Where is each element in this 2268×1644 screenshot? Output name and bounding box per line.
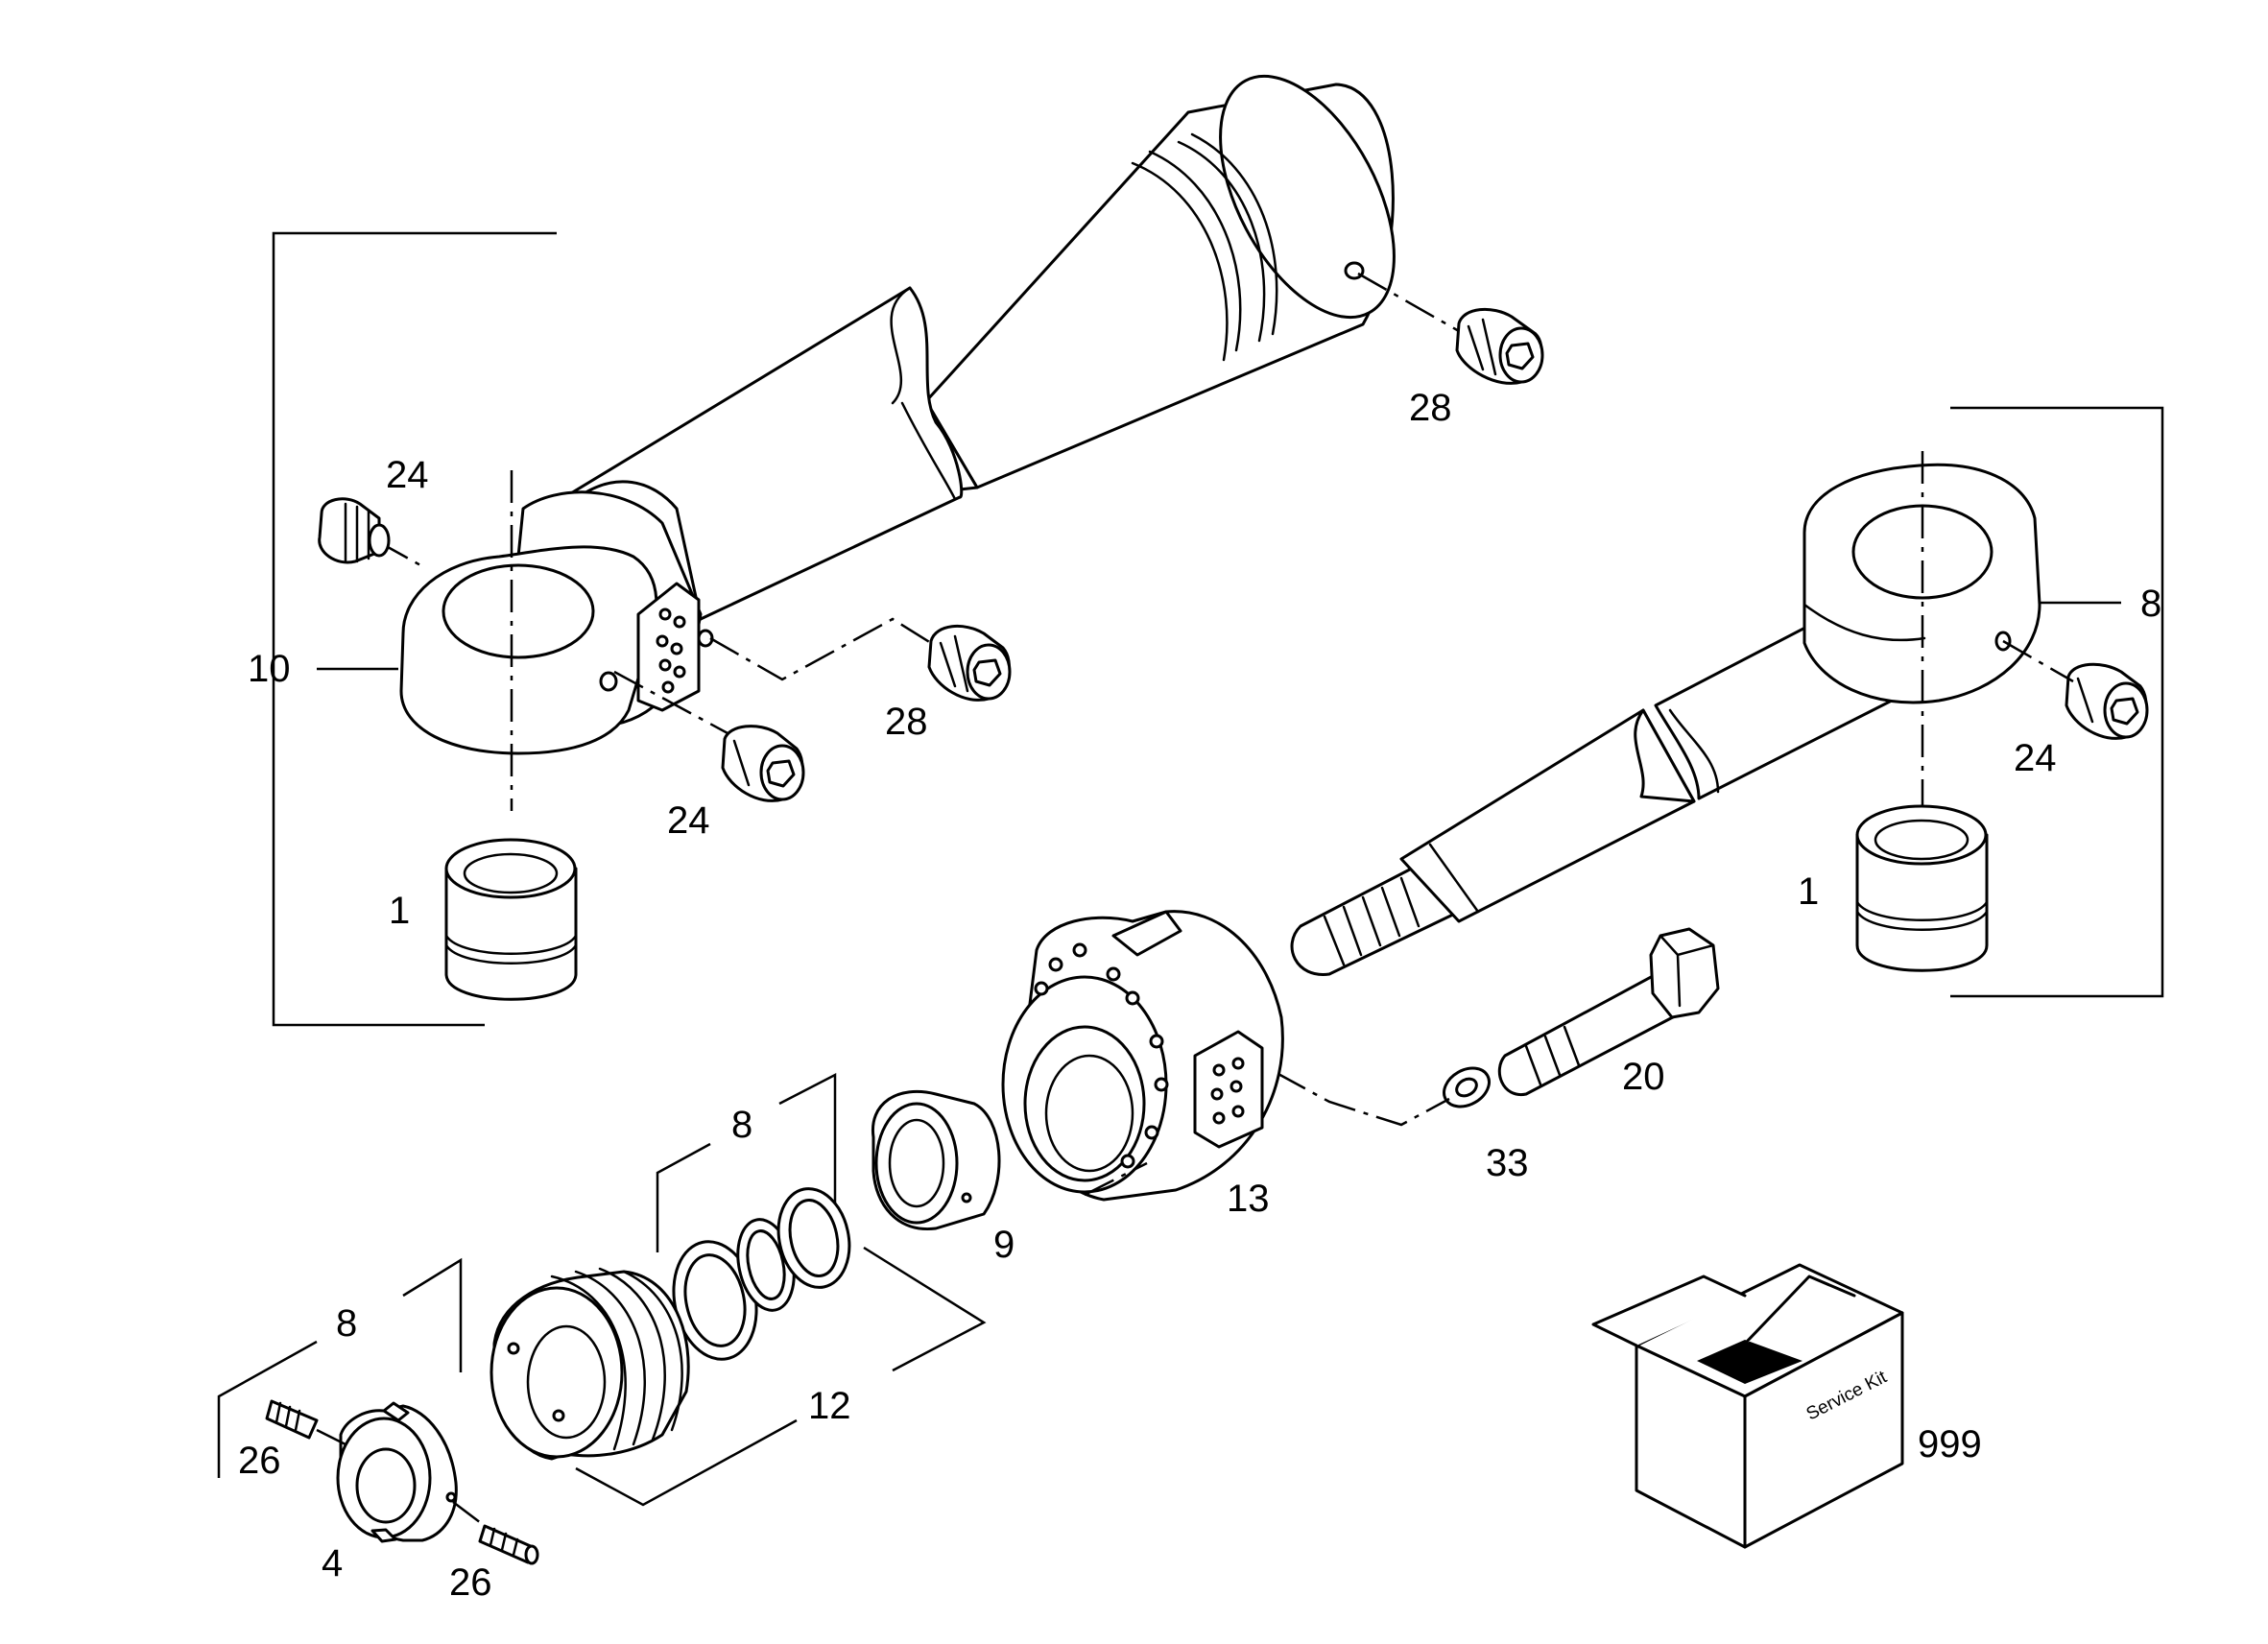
centerline-head [1084,1161,1148,1197]
callout-28-top: 28 [1409,387,1452,429]
screw-28-top [1455,307,1544,385]
guide-bushing-9 [871,1089,1001,1231]
bracket-group-10 [272,231,557,1027]
bushing-right [1855,804,1989,972]
centerline-set-screw-upper [316,1428,346,1446]
screw-24-right [2065,662,2149,740]
callout-999: 999 [1918,1423,1982,1465]
callout-8-seals: 8 [731,1104,752,1146]
piston-rod [1290,579,1950,976]
callout-26-lower: 26 [449,1561,492,1604]
callout-24-mid: 24 [667,799,710,842]
piston [489,1267,690,1461]
bolt-20 [1497,927,1720,1096]
centerline-screw-28-top [1357,272,1460,333]
screw-24-top [318,497,391,564]
bracket-group-12 [575,1246,987,1507]
seal-rings [672,1187,851,1361]
callout-9: 9 [993,1224,1015,1266]
cylinder-eye-left [399,490,714,755]
callout-13: 13 [1227,1178,1270,1220]
service-kit-box: Service Kit [1591,1263,1904,1549]
set-screw-26-lower [478,1524,539,1565]
bushing-left [444,838,578,1001]
cylinder-barrel [560,74,1396,645]
cylinder-head-13 [1001,910,1284,1202]
callout-33: 33 [1486,1142,1529,1184]
callout-1-left: 1 [389,890,410,932]
callout-26-upper: 26 [238,1440,281,1482]
callout-20: 20 [1622,1056,1665,1098]
slotted-nut-4 [336,1401,458,1543]
callout-24-top: 24 [386,454,429,496]
callout-1-right: 1 [1798,870,1819,913]
callout-12: 12 [808,1385,851,1427]
callout-8-right: 8 [2140,583,2161,625]
screw-28-mid [927,624,1012,702]
centerline-washer [1276,1071,1450,1127]
callout-8-nut: 8 [336,1302,357,1345]
callout-4: 4 [322,1542,343,1584]
centerline-set-screw-lower [452,1501,486,1527]
bracket-group-8-seals [656,1072,837,1252]
centerline-screw-24-mid [613,670,730,736]
screw-24-mid [721,725,805,802]
centerline-screw-24-right [2002,639,2074,683]
centerline-screw-28-mid [709,617,932,681]
callout-24-right: 24 [2014,737,2057,779]
callout-28-mid: 28 [885,701,928,743]
set-screw-26-upper [265,1399,319,1440]
bracket-group-8-nut [217,1257,463,1478]
bracket-group-8-right [1950,406,2164,998]
washer-33 [1443,1066,1491,1108]
callout-10: 10 [248,648,291,690]
